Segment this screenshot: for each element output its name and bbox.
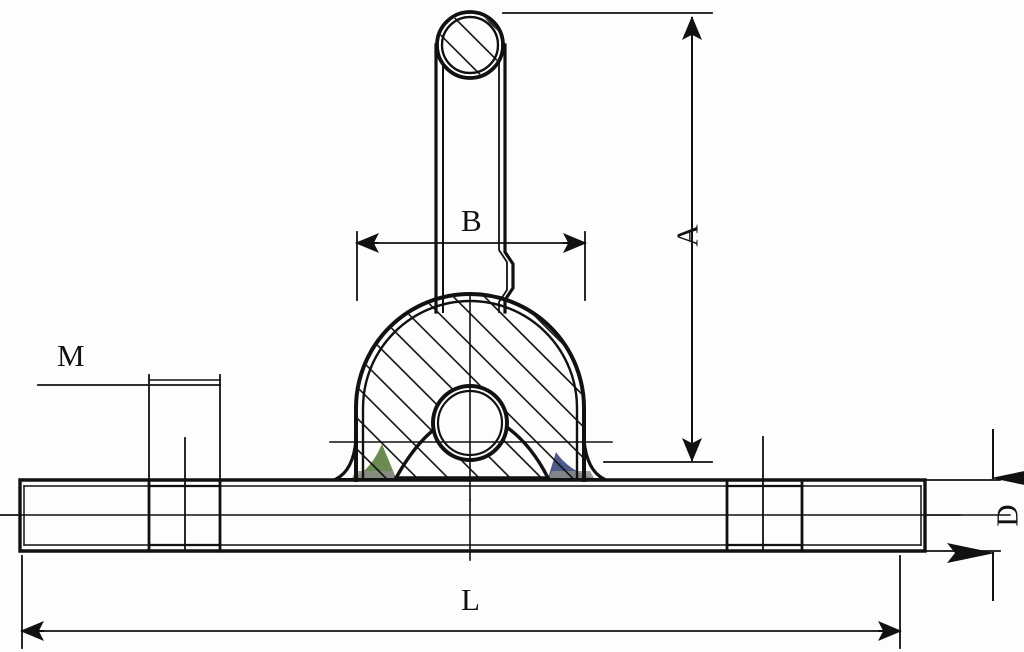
centerlines — [329, 295, 613, 501]
right-bar-hole — [725, 436, 804, 553]
misc-ticks — [0, 499, 961, 561]
hub-left-skirt — [333, 438, 358, 482]
dimension-label-m: M — [57, 338, 85, 373]
hub-arch-right — [505, 425, 551, 481]
dimension-b — [355, 231, 587, 301]
left-bar-hole — [147, 374, 222, 553]
dimension-label-l: L — [461, 582, 480, 617]
dimension-label-a: A — [669, 224, 705, 247]
dimension-l — [20, 555, 902, 649]
dimension-d — [924, 429, 1024, 601]
round-head — [435, 10, 505, 80]
stem-right-inner — [498, 49, 508, 313]
base-bar — [0, 478, 1011, 553]
hub-arch-left — [393, 425, 439, 481]
dimension-label-b: B — [461, 203, 482, 238]
hub-right-skirt — [582, 438, 607, 482]
dimension-label-d: D — [989, 504, 1024, 527]
dimension-m — [37, 379, 221, 386]
stem-shank — [434, 43, 515, 314]
dimension-a — [502, 12, 713, 463]
stem-right-outer — [503, 43, 515, 314]
head-hatching — [439, 14, 501, 76]
hub-outer-arc — [354, 292, 586, 482]
